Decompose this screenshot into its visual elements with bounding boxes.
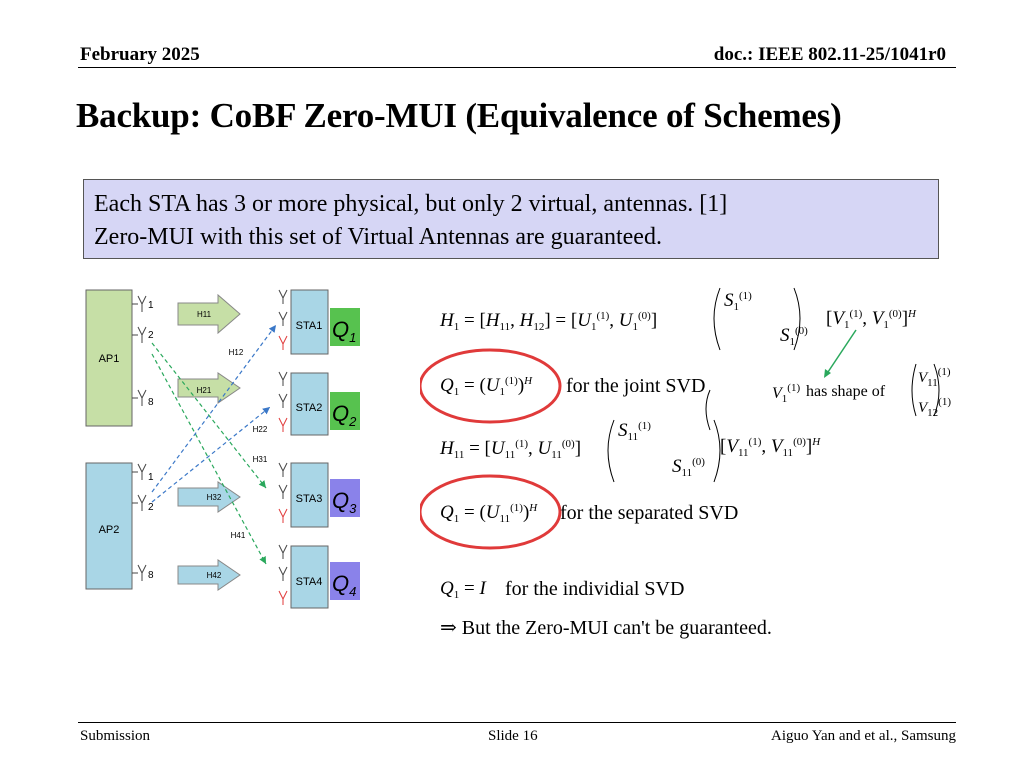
- shape-note: has shape of: [806, 383, 886, 400]
- sta2-label: STA2: [296, 402, 323, 414]
- label-h12: H12: [229, 348, 244, 357]
- callout-line-2: Zero-MUI with this set of Virtual Antenn…: [94, 224, 662, 250]
- q4-box: [330, 562, 360, 600]
- separated-svd-label: for the separated SVD: [560, 502, 739, 524]
- eq-separated-decomposition: H11 = [U11(1), U11(0)]: [440, 438, 582, 461]
- sta1-box: [290, 289, 329, 355]
- ap1-antenna-2: 2: [148, 330, 154, 341]
- sta3-label: STA3: [296, 493, 323, 505]
- arrow-h42: [177, 559, 241, 591]
- arrow-h32: [177, 481, 241, 513]
- sta4-box: [290, 545, 329, 609]
- eq-shape-top: V11(1): [918, 366, 951, 389]
- header-doc-id: doc.: IEEE 802.11-25/1041r0: [713, 44, 946, 65]
- sta2-box: [290, 372, 329, 436]
- eq-s11-bottom: S11(0): [672, 456, 705, 479]
- individual-svd-label: for the individial SVD: [505, 578, 685, 600]
- eq-joint-decomposition: H1 = [H11, H12] = [U1(1), U1(0)]: [440, 310, 658, 333]
- ap1-box: [85, 289, 133, 427]
- arrow-h11: [177, 293, 241, 335]
- callout-line-1: Each STA has 3 or more physical, but onl…: [94, 191, 728, 217]
- red-circle-joint: [420, 348, 562, 424]
- label-h11: H11: [197, 310, 212, 319]
- eq-q1-joint: Q1 = (U1(1))H: [440, 375, 533, 398]
- ap2-box: [85, 462, 133, 590]
- footer-submission: Submission: [80, 728, 151, 744]
- footer-slide-number: Slide 16: [488, 728, 538, 744]
- label-h32: H32: [207, 493, 222, 502]
- ap2-label: AP2: [99, 524, 120, 536]
- label-h31: H31: [253, 455, 268, 464]
- q3-label: Q3: [332, 488, 357, 516]
- q1-label: Q1: [332, 317, 356, 345]
- label-h42: H42: [207, 571, 222, 580]
- conclusion-line: ⇒ But the Zero-MUI can't be guaranteed.: [440, 617, 772, 639]
- eq-q1-separated: Q1 = (U11(1))H: [440, 502, 538, 525]
- eq-shape-bottom: V12(1): [918, 396, 951, 419]
- ap2-antenna-8: 8: [148, 570, 154, 581]
- shape-pointer-arrow: [827, 329, 857, 373]
- eq-v1: [V1(1), V1(0)]H: [826, 308, 916, 331]
- sta1-label: STA1: [296, 320, 323, 332]
- label-h22: H22: [253, 425, 268, 434]
- slide-title: Backup: CoBF Zero-MUI (Equivalence of Sc…: [76, 96, 842, 135]
- ap-antenna-icons: [132, 295, 147, 581]
- label-h21: H21: [197, 386, 212, 395]
- joint-svd-label: for the joint SVD: [566, 375, 706, 397]
- conclusion-text: But the Zero-MUI can't be guaranteed.: [461, 617, 772, 639]
- eq-s1-bottom: S1(0): [780, 325, 808, 348]
- cobf-diagram: AP1 AP2 1 2 8 1 2 8 H11 H12 H21 H22 H31 …: [85, 289, 360, 609]
- header-rule: [78, 67, 956, 68]
- q4-label: Q4: [332, 571, 356, 599]
- ap1-antenna-1: 1: [148, 300, 154, 311]
- ap1-label: AP1: [99, 353, 120, 365]
- q2-label: Q2: [332, 401, 357, 429]
- red-circle-separated: [420, 474, 562, 550]
- sta-antenna-icons: [278, 289, 288, 605]
- sta4-label: STA4: [296, 576, 323, 588]
- q2-box: [330, 392, 360, 430]
- eq-s11-top: S11(1): [618, 420, 651, 443]
- eq-q1-individual: Q1 = I: [440, 578, 486, 601]
- q3-box: [330, 479, 360, 517]
- ap2-antenna-2: 2: [148, 502, 154, 513]
- callout-box: Each STA has 3 or more physical, but onl…: [83, 179, 939, 259]
- footer-authors: Aiguo Yan and et al., Samsung: [771, 728, 956, 744]
- ap1-antenna-8: 8: [148, 397, 154, 408]
- cross-link-arrows: [151, 324, 277, 565]
- eq-v1-shape: V1(1): [772, 382, 801, 405]
- footer-rule: [78, 722, 956, 723]
- eq-s1-top: S1(1): [724, 290, 752, 313]
- label-h41: H41: [231, 531, 246, 540]
- q1-box: [330, 308, 360, 346]
- header-date: February 2025: [80, 44, 200, 65]
- ap2-antenna-1: 1: [148, 472, 154, 483]
- equation-decorations: [420, 287, 940, 550]
- sta3-box: [290, 462, 329, 528]
- eq-v11: [V11(1), V11(0)]H: [720, 436, 821, 459]
